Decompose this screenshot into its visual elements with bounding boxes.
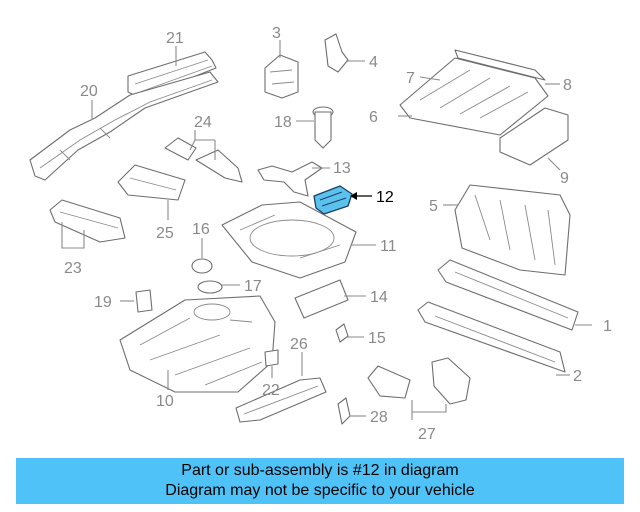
part-9-panel xyxy=(499,107,569,166)
callout-3: 3 xyxy=(272,25,281,42)
callout-6: 6 xyxy=(369,109,378,126)
part-6-rear-shelf xyxy=(399,49,549,136)
part-22-clip xyxy=(264,349,279,367)
callout-5: 5 xyxy=(429,198,438,215)
part-3-bracket xyxy=(264,54,299,99)
part-14-bracket xyxy=(294,279,349,319)
callout-18: 18 xyxy=(274,114,292,131)
part-20-side-rail xyxy=(29,71,219,181)
part-24-brackets xyxy=(164,137,243,183)
callout-27: 27 xyxy=(418,426,436,443)
callout-8: 8 xyxy=(563,77,572,94)
callout-20: 20 xyxy=(80,83,98,100)
callout-15: 15 xyxy=(368,330,386,347)
callout-17: 17 xyxy=(244,278,262,295)
part-1-reinforcement xyxy=(437,259,579,331)
part-26-rail xyxy=(235,377,327,423)
callout-24: 24 xyxy=(194,114,212,131)
part-16-ring xyxy=(191,258,213,274)
part-18-cylinder xyxy=(312,106,334,149)
part-5-rear-panel xyxy=(454,184,571,276)
callout-16: 16 xyxy=(192,221,210,238)
part-25-bracket xyxy=(117,164,186,201)
part-19-bracket xyxy=(135,289,153,313)
parts-diagram: 1 2 3 4 5 6 7 8 9 10 11 12 13 14 15 16 1… xyxy=(29,25,612,443)
callout-12-arrow xyxy=(350,192,372,200)
callout-28: 28 xyxy=(370,409,388,426)
part-12-highlighted[interactable] xyxy=(313,185,353,215)
callout-2: 2 xyxy=(573,368,582,385)
callout-25: 25 xyxy=(156,225,174,242)
callout-22: 22 xyxy=(262,382,280,399)
part-15-clip xyxy=(335,323,349,343)
banner-line-2: Diagram may not be specific to your vehi… xyxy=(165,482,475,499)
callout-21: 21 xyxy=(166,30,184,47)
callout-4: 4 xyxy=(369,54,378,71)
callout-1: 1 xyxy=(603,318,612,335)
part-4-bracket xyxy=(324,33,349,73)
banner-line-1: Part or sub-assembly is #12 in diagram xyxy=(181,462,459,479)
info-banner: Part or sub-assembly is #12 in diagram D… xyxy=(16,458,624,504)
part-27-brackets xyxy=(367,357,471,405)
callout-14: 14 xyxy=(370,289,388,306)
part-2-reinforcement xyxy=(417,301,566,373)
part-17-ring xyxy=(197,280,223,294)
callout-19: 19 xyxy=(94,294,112,311)
callout-23: 23 xyxy=(64,260,82,277)
part-28-clip xyxy=(337,397,351,425)
callout-7: 7 xyxy=(406,70,415,87)
callout-12: 12 xyxy=(376,189,394,206)
part-23-bracket xyxy=(49,199,126,243)
callout-13: 13 xyxy=(333,160,351,177)
part-21-rail xyxy=(127,51,217,99)
part-11-floor-tub xyxy=(221,201,357,279)
part-13-crossmember xyxy=(257,161,323,197)
callout-26: 26 xyxy=(290,336,308,353)
callout-9: 9 xyxy=(560,170,569,187)
callout-11: 11 xyxy=(380,238,397,255)
callout-10: 10 xyxy=(156,393,174,410)
